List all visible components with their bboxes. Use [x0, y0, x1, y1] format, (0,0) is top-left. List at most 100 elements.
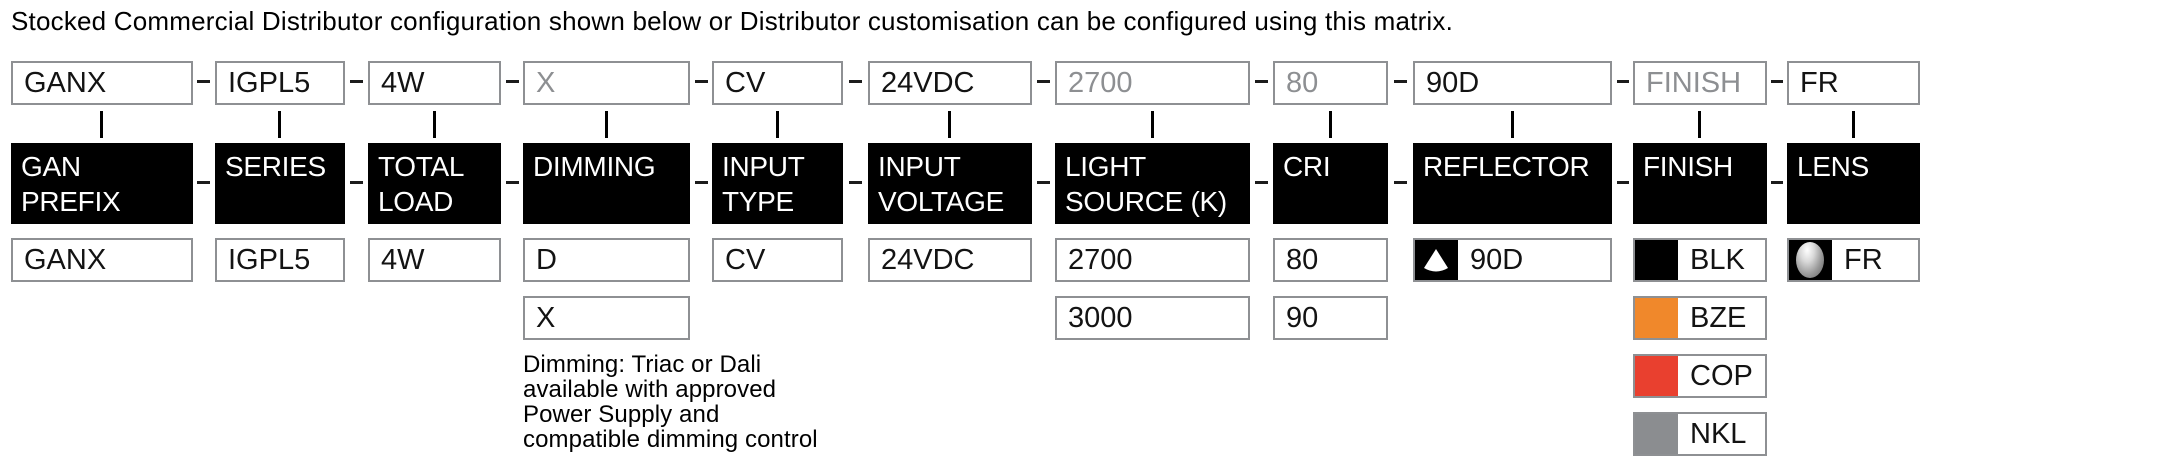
option-box-dimming-d: D: [523, 238, 690, 282]
option-label: NKL: [1690, 417, 1747, 450]
connector-tick: [776, 111, 779, 138]
option-label: 24VDC: [881, 243, 975, 276]
code-value-cri: 80: [1286, 66, 1319, 99]
option-box-finish-blk: BLK: [1633, 238, 1767, 282]
header-lens: LENS: [1787, 143, 1920, 224]
connector-tick: [1698, 111, 1701, 138]
option-box-gan-prefix: GANX: [11, 238, 193, 282]
code-value-series: IGPL5: [228, 66, 311, 99]
header-label: REFLECTOR: [1423, 151, 1590, 182]
connector-dash: [1255, 181, 1268, 184]
connector-dash: [1394, 181, 1407, 184]
connector-dash: [1037, 181, 1050, 184]
matrix-caption: Stocked Commercial Distributor configura…: [11, 6, 1454, 36]
connector-dash: [506, 80, 519, 83]
option-box-light-source-3000: 3000: [1055, 296, 1250, 340]
header-label: GAN PREFIX: [21, 151, 121, 217]
option-label: 3000: [1068, 301, 1133, 334]
frosted-lens-icon: [1789, 240, 1832, 280]
code-value-light-source: 2700: [1068, 66, 1133, 99]
connector-dash: [1037, 80, 1050, 83]
connector-tick: [1151, 111, 1154, 138]
code-box-lens: FR: [1787, 61, 1920, 105]
code-box-input-type: CV: [712, 61, 843, 105]
connector-tick: [1511, 111, 1514, 138]
option-label: 80: [1286, 243, 1319, 276]
connector-dash: [1617, 181, 1629, 184]
connector-dash: [1617, 80, 1629, 83]
header-series: SERIES: [215, 143, 345, 224]
connector-dash: [695, 181, 708, 184]
option-label: X: [536, 301, 556, 334]
option-label: 2700: [1068, 243, 1133, 276]
option-label: 90D: [1470, 243, 1524, 276]
header-gan-prefix: GAN PREFIX: [11, 143, 193, 224]
finish-swatch-bze: [1635, 298, 1678, 338]
header-input-voltage: INPUT VOLTAGE: [868, 143, 1032, 224]
connector-tick: [605, 111, 608, 138]
connector-dash: [350, 181, 363, 184]
connector-tick: [278, 111, 281, 138]
header-label: INPUT TYPE: [722, 151, 805, 217]
option-box-finish-nkl: NKL: [1633, 412, 1767, 456]
finish-swatch-nkl: [1635, 414, 1678, 454]
code-box-input-voltage: 24VDC: [868, 61, 1032, 105]
code-value-input-type: CV: [725, 66, 766, 99]
connector-dash: [1771, 181, 1783, 184]
connector-dash: [1771, 80, 1783, 83]
header-cri: CRI: [1273, 143, 1388, 224]
option-label: BZE: [1690, 301, 1747, 334]
code-value-dimming: X: [536, 66, 556, 99]
option-box-input-voltage: 24VDC: [868, 238, 1032, 282]
connector-dash: [1255, 80, 1268, 83]
code-value-total-load: 4W: [381, 66, 425, 99]
connector-dash: [197, 80, 210, 83]
code-box-light-source: 2700: [1055, 61, 1250, 105]
code-box-finish: FINISH: [1633, 61, 1767, 105]
option-label: 90: [1286, 301, 1319, 334]
connector-tick: [1852, 111, 1855, 138]
code-box-reflector: 90D: [1413, 61, 1612, 105]
code-value-gan-prefix: GANX: [24, 66, 107, 99]
option-box-cri-90: 90: [1273, 296, 1388, 340]
option-label: GANX: [24, 243, 107, 276]
header-label: LENS: [1797, 151, 1869, 182]
connector-tick: [433, 111, 436, 138]
option-box-finish-bze: BZE: [1633, 296, 1767, 340]
option-box-finish-cop: COP: [1633, 354, 1767, 398]
connector-dash: [506, 181, 519, 184]
connector-dash: [1394, 80, 1407, 83]
option-box-cri-80: 80: [1273, 238, 1388, 282]
option-label: IGPL5: [228, 243, 311, 276]
header-label: CRI: [1283, 151, 1331, 182]
option-label: D: [536, 243, 557, 276]
header-label: FINISH: [1643, 151, 1733, 182]
code-value-finish: FINISH: [1646, 66, 1742, 99]
header-label: LIGHT SOURCE (K): [1065, 151, 1227, 217]
connector-dash: [849, 181, 862, 184]
reflector-beam-icon: [1415, 240, 1458, 280]
header-light-source: LIGHT SOURCE (K): [1055, 143, 1250, 224]
code-value-lens: FR: [1800, 66, 1839, 99]
option-label: FR: [1844, 243, 1883, 276]
option-label: BLK: [1690, 243, 1745, 276]
code-value-input-voltage: 24VDC: [881, 66, 975, 99]
finish-swatch-cop: [1635, 356, 1678, 396]
option-box-total-load: 4W: [368, 238, 501, 282]
code-box-total-load: 4W: [368, 61, 501, 105]
option-label: 4W: [381, 243, 425, 276]
header-label: DIMMING: [533, 151, 656, 182]
code-value-reflector: 90D: [1426, 66, 1480, 99]
header-total-load: TOTAL LOAD: [368, 143, 501, 224]
option-box-reflector-90d: 90D: [1413, 238, 1612, 282]
option-label: CV: [725, 243, 766, 276]
header-dimming: DIMMING: [523, 143, 690, 224]
code-box-cri: 80: [1273, 61, 1388, 105]
option-box-dimming-x: X: [523, 296, 690, 340]
connector-tick: [1329, 111, 1332, 138]
connector-tick: [948, 111, 951, 138]
connector-tick: [100, 111, 103, 138]
code-box-gan-prefix: GANX: [11, 61, 193, 105]
finish-swatch-blk: [1635, 240, 1678, 280]
connector-dash: [350, 80, 363, 83]
